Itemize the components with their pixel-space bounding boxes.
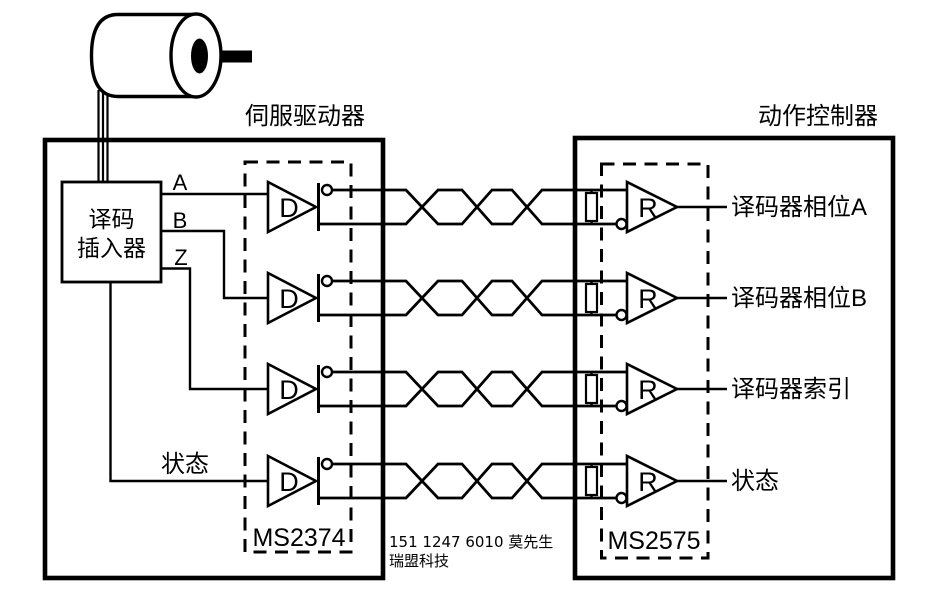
- servo-driver-box: [42, 137, 386, 581]
- channel-row-index: [266, 362, 729, 416]
- motor-body: [89, 12, 198, 99]
- wire-status: [109, 282, 268, 483]
- motor-hub-icon: [191, 38, 208, 74]
- channel-row-phase-b: [266, 271, 729, 325]
- encoder-interpolator-line2: 插入器: [77, 235, 146, 261]
- driver-chip-label: MS2374: [252, 524, 345, 552]
- input-label-status: 状态: [161, 451, 209, 478]
- wire-channel-z: [161, 267, 268, 391]
- watermark-company: 瑞盟科技: [389, 552, 449, 570]
- input-label-a: A: [173, 170, 188, 195]
- input-label-z: Z: [174, 245, 187, 270]
- receiver-chip-outline: [600, 162, 710, 560]
- motion-controller-title: 动作控制器: [758, 103, 878, 130]
- encoder-cable: [97, 90, 109, 182]
- motion-controller-box: [572, 135, 896, 581]
- receiver-chip-label: MS2575: [607, 527, 700, 555]
- output-label-phase-a: 译码器相位A: [731, 194, 867, 221]
- output-label-status: 状态: [731, 468, 779, 495]
- channel-row-status: [266, 454, 729, 508]
- encoder-interpolator-block: 译码 插入器: [60, 180, 163, 284]
- output-label-index: 译码器索引: [731, 376, 851, 403]
- encoder-interpolator-line1: 译码: [89, 206, 135, 232]
- servo-driver-title: 伺服驱动器: [245, 103, 365, 130]
- output-label-phase-b: 译码器相位B: [731, 285, 867, 312]
- input-label-b: B: [173, 208, 188, 233]
- driver-chip-outline: [243, 160, 353, 554]
- motor: [89, 12, 252, 99]
- wire-channel-b: [161, 229, 268, 300]
- channel-row-phase-a: [266, 180, 729, 234]
- watermark-contact: 151 1247 6010 莫先生: [389, 533, 553, 551]
- encoder-interpolator-box: [60, 180, 163, 284]
